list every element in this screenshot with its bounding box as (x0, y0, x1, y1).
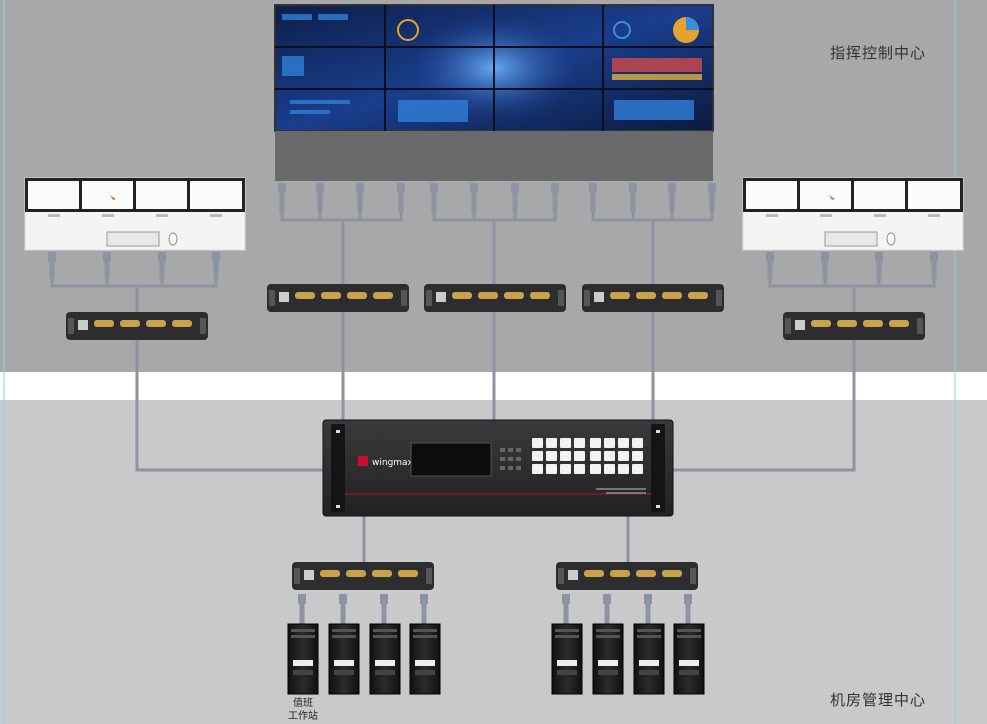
extender-box-left (66, 312, 208, 340)
extender-box-right (783, 312, 925, 340)
console-connectors (48, 252, 938, 279)
extender-box-server-1 (292, 562, 434, 590)
matrix-brand-label: wingmax (372, 458, 414, 468)
server-room-label: 机房管理中心 (830, 691, 927, 709)
extender-box-wall-1 (267, 284, 409, 312)
workstation-caption-line2: 工作站 (288, 711, 318, 722)
extender-box-wall-3 (582, 284, 724, 312)
kvm-matrix-switcher: wingmax (322, 419, 674, 517)
video-wall (274, 4, 714, 181)
server-connectors (298, 594, 692, 624)
right-operator-console (742, 177, 964, 251)
workstation-caption: 值班 工作站 (278, 697, 328, 723)
left-operator-console (24, 177, 246, 251)
cables (50, 212, 936, 562)
workstation-pc-towers (287, 623, 705, 695)
extender-box-server-2 (556, 562, 698, 590)
extender-box-wall-2 (424, 284, 566, 312)
wall-connectors (278, 183, 716, 213)
workstation-caption-line1: 值班 (293, 698, 313, 709)
command-center-label: 指挥控制中心 (830, 44, 927, 62)
